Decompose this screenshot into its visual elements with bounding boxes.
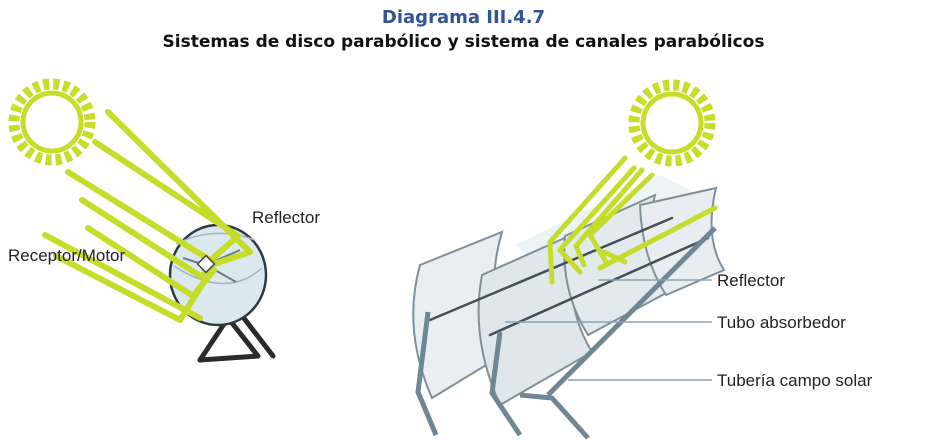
sun-icon-left xyxy=(8,78,96,166)
dish-sun-rays xyxy=(42,109,253,323)
dish-reflector-label: Reflector xyxy=(252,208,320,227)
dish-system: Reflector Receptor/Motor xyxy=(8,78,320,363)
label-leaders xyxy=(505,279,712,381)
dish-receptor-label: Receptor/Motor xyxy=(8,246,125,265)
trough-reflector-label: Reflector xyxy=(717,271,785,290)
trough-sun-rays xyxy=(547,155,718,285)
solar-field-piping xyxy=(415,226,717,440)
trough-reflectors xyxy=(412,186,726,407)
sun-icon-right xyxy=(628,79,716,167)
solar-field-piping-label: Tubería campo solar xyxy=(717,371,873,390)
figure-subtitle: Sistemas de disco parabólico y sistema d… xyxy=(162,32,765,52)
absorber-tube-label: Tubo absorbedor xyxy=(717,313,846,332)
trough-system: Reflector Tubo absorbedor Tubería campo … xyxy=(412,79,873,440)
figure-title: Diagrama III.4.7 xyxy=(381,7,546,28)
figure-header: Diagrama III.4.7 Sistemas de disco parab… xyxy=(0,6,927,54)
receptor-motor-box xyxy=(196,254,216,274)
